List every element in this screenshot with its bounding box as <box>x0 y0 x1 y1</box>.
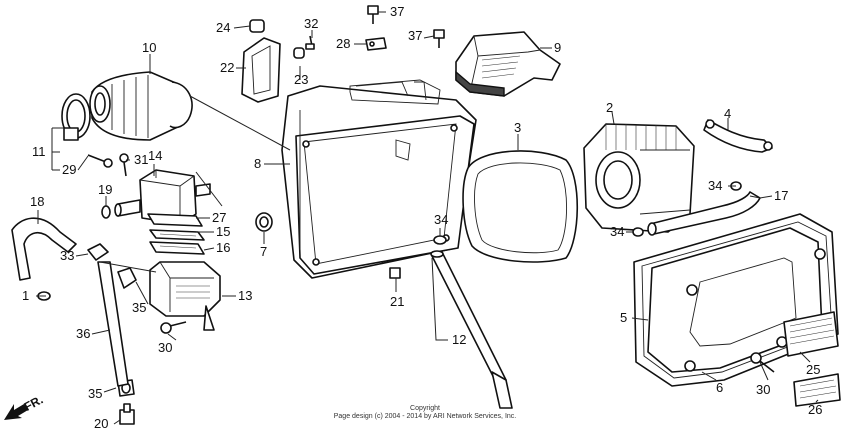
part-14-valve <box>114 169 211 225</box>
part-18-hose <box>11 217 77 281</box>
callout-5: 5 <box>620 310 627 325</box>
part-21-plug <box>389 267 401 279</box>
part-12-tube <box>430 250 513 409</box>
callout-14: 14 <box>148 148 162 163</box>
part-9-cover <box>455 31 561 97</box>
part-26-label <box>793 373 841 407</box>
callout-10: 10 <box>142 40 156 55</box>
part-11-band <box>61 93 91 141</box>
callout-20: 20 <box>94 416 108 431</box>
copyright-line-2: Page design (c) 2004 - 2014 by ARI Netwo… <box>333 413 517 420</box>
part-6-cover <box>647 227 826 373</box>
callout-18: 18 <box>30 194 44 209</box>
callout-3: 3 <box>514 120 521 135</box>
part-28-stay <box>365 37 387 51</box>
callout-11: 11 <box>32 144 46 159</box>
callout-13: 13 <box>238 288 252 303</box>
callout-35-a: 35 <box>132 300 146 315</box>
callout-37-b: 37 <box>408 28 422 43</box>
callout-8: 8 <box>254 156 261 171</box>
part-29-screw <box>87 154 113 168</box>
callout-9: 9 <box>554 40 561 55</box>
callout-34-c: 34 <box>434 212 448 227</box>
part-25-label <box>783 311 839 357</box>
part-3-foam <box>462 150 579 263</box>
copyright-notice: Copyright Page design (c) 2004 - 2014 by… <box>0 405 850 421</box>
part-37-bolt-b <box>433 29 445 48</box>
callout-36: 36 <box>76 326 90 341</box>
leader-lines <box>36 11 819 425</box>
callout-23: 23 <box>294 72 308 87</box>
callout-35-b: 35 <box>88 386 102 401</box>
callout-27: 27 <box>212 210 226 225</box>
part-32-screw <box>305 35 315 50</box>
part-10-intake-boot <box>89 71 193 141</box>
callout-4: 4 <box>724 106 731 121</box>
callout-16: 16 <box>216 240 230 255</box>
part-34-clip-c <box>433 235 447 245</box>
part-2-element <box>583 123 695 233</box>
part-27-15-16-gaskets <box>147 213 205 255</box>
callout-30-a: 30 <box>158 340 172 355</box>
callout-32: 32 <box>304 16 318 31</box>
part-30-bolt-b <box>750 352 775 373</box>
callout-12: 12 <box>452 332 466 347</box>
callout-30-b: 30 <box>756 382 770 397</box>
part-20-plug <box>119 403 135 425</box>
callout-17: 17 <box>774 188 788 203</box>
callout-33: 33 <box>60 248 74 263</box>
callout-31: 31 <box>134 152 148 167</box>
part-4-band <box>703 119 773 153</box>
callout-22: 22 <box>220 60 234 75</box>
callout-34-b: 34 <box>610 224 624 239</box>
callout-25: 25 <box>806 362 820 377</box>
callout-1: 1 <box>22 288 29 303</box>
part-23-grommet <box>293 47 305 59</box>
copyright-line-1: Copyright <box>410 405 440 412</box>
part-33-connector <box>87 243 109 261</box>
part-8-case <box>281 79 477 279</box>
callout-15: 15 <box>216 224 230 239</box>
callout-labels: 1 2 3 4 5 6 7 8 9 10 11 12 13 14 15 16 1… <box>22 4 822 431</box>
callout-21: 21 <box>390 294 404 309</box>
part-31-bolt <box>119 153 129 177</box>
callout-19: 19 <box>98 182 112 197</box>
callout-28: 28 <box>336 36 350 51</box>
callout-6: 6 <box>716 380 723 395</box>
callout-34-a: 34 <box>708 178 722 193</box>
callout-37-a: 37 <box>390 4 404 19</box>
callout-24: 24 <box>216 20 230 35</box>
callout-29: 29 <box>62 162 76 177</box>
callout-26: 26 <box>808 402 822 417</box>
part-24-cap <box>249 19 265 33</box>
front-direction-arrow-icon: FR. <box>4 392 45 420</box>
part-36-tube <box>97 261 129 387</box>
callout-2: 2 <box>606 100 613 115</box>
part-22-bracket <box>241 37 281 103</box>
part-7-grommet <box>255 212 273 232</box>
part-37-bolt-a <box>367 5 379 24</box>
part-13-housing <box>149 261 221 331</box>
callout-7: 7 <box>260 244 267 259</box>
part-34-clip-b <box>632 227 644 237</box>
part-30-bolt-a <box>160 321 187 334</box>
part-35-clamp-upper <box>117 267 137 289</box>
part-19-clip <box>101 205 111 219</box>
